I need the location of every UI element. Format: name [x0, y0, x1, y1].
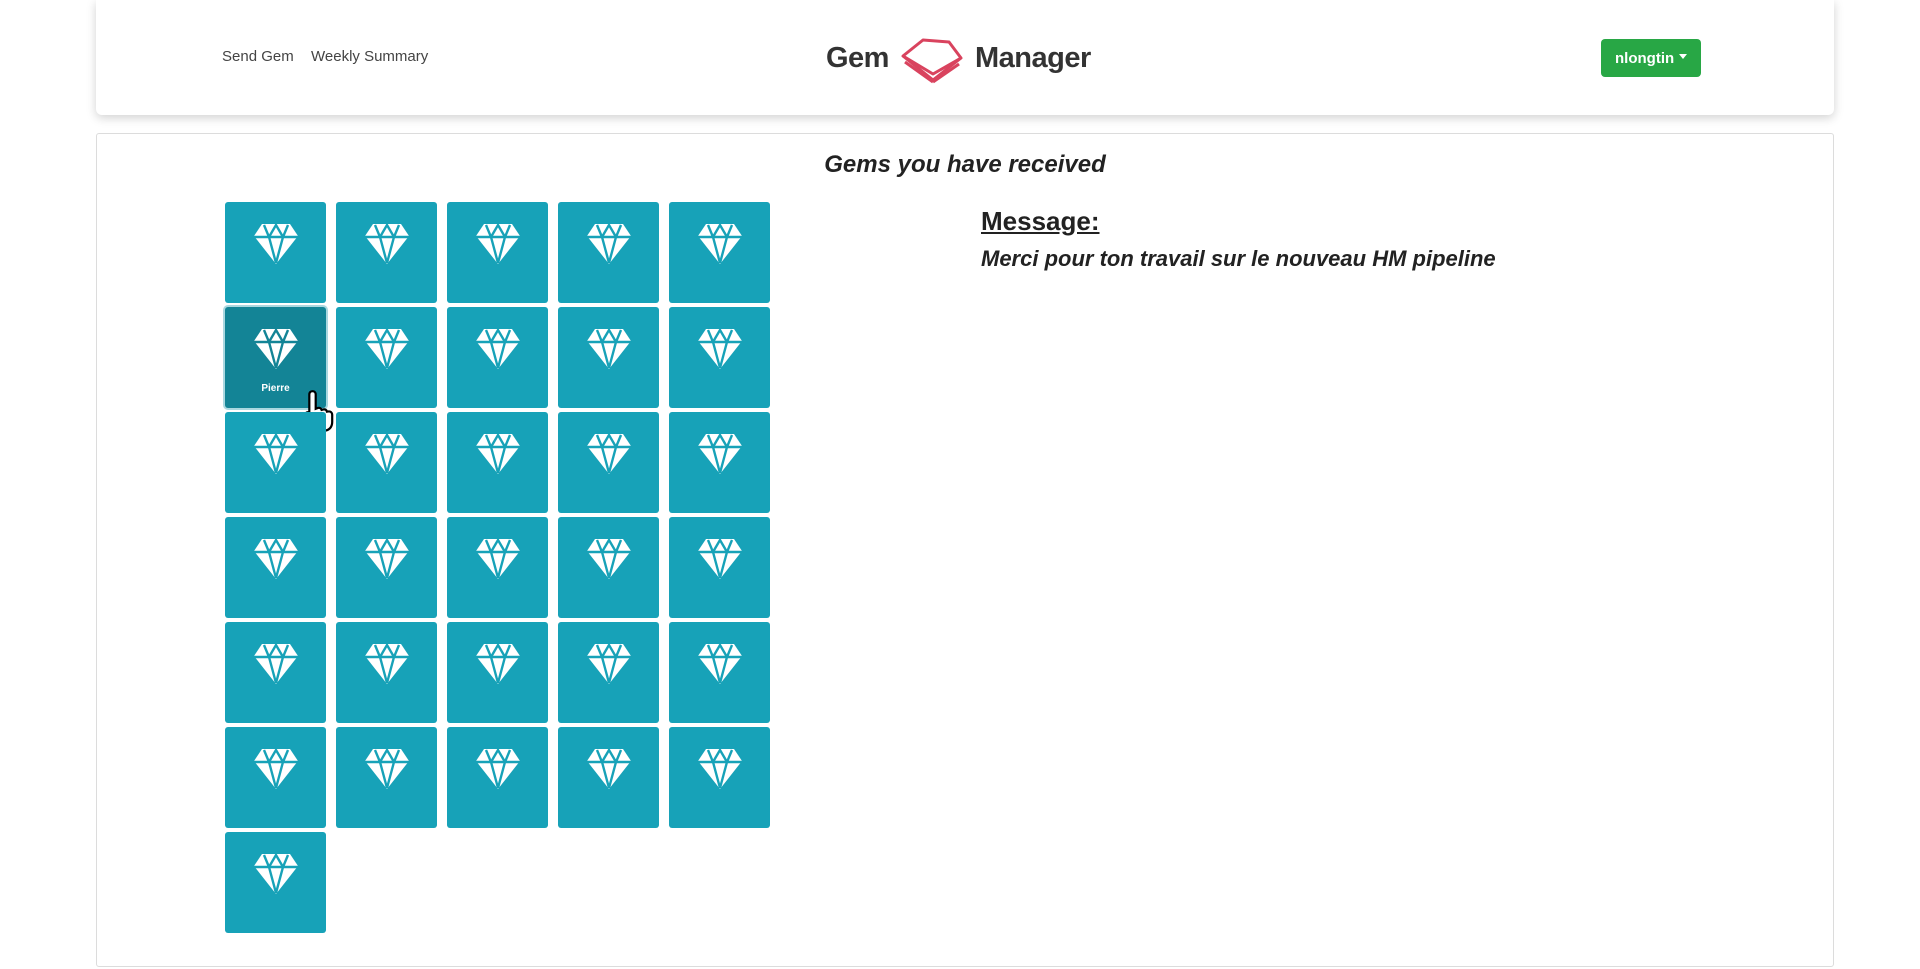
gem-tile[interactable] [225, 727, 326, 828]
diamond-icon [364, 747, 409, 789]
gem-tile[interactable] [447, 307, 548, 408]
message-text: Merci pour ton travail sur le nouveau HM… [981, 246, 1496, 271]
diamond-icon [475, 537, 520, 579]
gem-tile[interactable] [447, 412, 548, 513]
user-dropdown-button[interactable]: nlongtin [1601, 39, 1702, 77]
gem-grid: Pierre [225, 202, 785, 933]
send-gem-link[interactable]: Send Gem [222, 48, 294, 65]
diamond-icon [475, 327, 520, 369]
diamond-icon [697, 537, 742, 579]
gem-tile[interactable] [558, 412, 659, 513]
gem-tile[interactable] [336, 307, 437, 408]
gem-tile[interactable] [225, 832, 326, 933]
diamond-icon [697, 747, 742, 789]
diamond-icon [586, 222, 631, 264]
hand-cursor-icon [295, 369, 334, 432]
diamond-icon [253, 642, 298, 684]
diamond-icon [364, 327, 409, 369]
diamond-icon [697, 327, 742, 369]
diamond-icon [586, 432, 631, 474]
diamond-icon [253, 747, 298, 789]
weekly-summary-link[interactable]: Weekly Summary [311, 48, 429, 65]
diamond-icon [253, 327, 298, 369]
gem-tile[interactable] [225, 517, 326, 618]
brand-text-left: Gem [826, 41, 889, 74]
gem-tile[interactable] [558, 517, 659, 618]
diamond-icon [586, 537, 631, 579]
gem-logo-icon [901, 38, 963, 84]
message-label: Message: [981, 206, 1100, 236]
top-navbar: Send Gem Weekly Summary Gem Manager nlon… [96, 0, 1834, 115]
gem-tile[interactable] [336, 517, 437, 618]
gem-tile[interactable] [336, 622, 437, 723]
diamond-icon [586, 327, 631, 369]
diamond-icon [697, 642, 742, 684]
gem-tile[interactable] [336, 412, 437, 513]
user-name: nlongtin [1615, 49, 1675, 67]
gem-tile[interactable] [225, 412, 326, 513]
gem-tile[interactable] [669, 412, 770, 513]
gem-sender-label: Pierre [261, 383, 290, 394]
gem-tile[interactable] [669, 517, 770, 618]
diamond-icon [253, 852, 298, 894]
gem-tile[interactable] [558, 622, 659, 723]
diamond-icon [586, 747, 631, 789]
gem-tile[interactable] [669, 622, 770, 723]
diamond-icon [475, 222, 520, 264]
gem-tile[interactable] [447, 622, 548, 723]
gem-tile[interactable]: Pierre [225, 307, 334, 432]
brand-logo-link[interactable]: Gem Manager [826, 30, 1091, 86]
page-title: Gems you have received [824, 151, 1106, 178]
diamond-icon [364, 537, 409, 579]
diamond-icon [586, 642, 631, 684]
gem-tile[interactable] [558, 202, 659, 303]
brand-text-right: Manager [974, 41, 1091, 74]
gem-tile[interactable] [669, 727, 770, 828]
diamond-icon [253, 432, 298, 474]
gem-tile[interactable] [558, 307, 659, 408]
diamond-icon [697, 222, 742, 264]
diamond-icon [475, 747, 520, 789]
caret-down-icon [1679, 53, 1688, 59]
gem-tile[interactable] [447, 727, 548, 828]
gem-tile[interactable] [336, 727, 437, 828]
gem-tile[interactable] [336, 202, 437, 303]
gem-tile[interactable] [447, 202, 548, 303]
gem-tile[interactable] [669, 202, 770, 303]
diamond-icon [253, 537, 298, 579]
diamond-icon [697, 432, 742, 474]
received-gems-card: Gems you have received Pierre Message: M… [96, 133, 1834, 967]
gem-tile[interactable] [669, 307, 770, 408]
diamond-icon [364, 432, 409, 474]
diamond-icon [253, 222, 298, 264]
gem-tile[interactable] [447, 517, 548, 618]
gem-tile[interactable] [225, 202, 326, 303]
diamond-icon [364, 642, 409, 684]
diamond-icon [475, 642, 520, 684]
diamond-icon [364, 222, 409, 264]
diamond-icon [475, 432, 520, 474]
gem-tile[interactable] [558, 727, 659, 828]
gem-tile[interactable] [225, 622, 326, 723]
